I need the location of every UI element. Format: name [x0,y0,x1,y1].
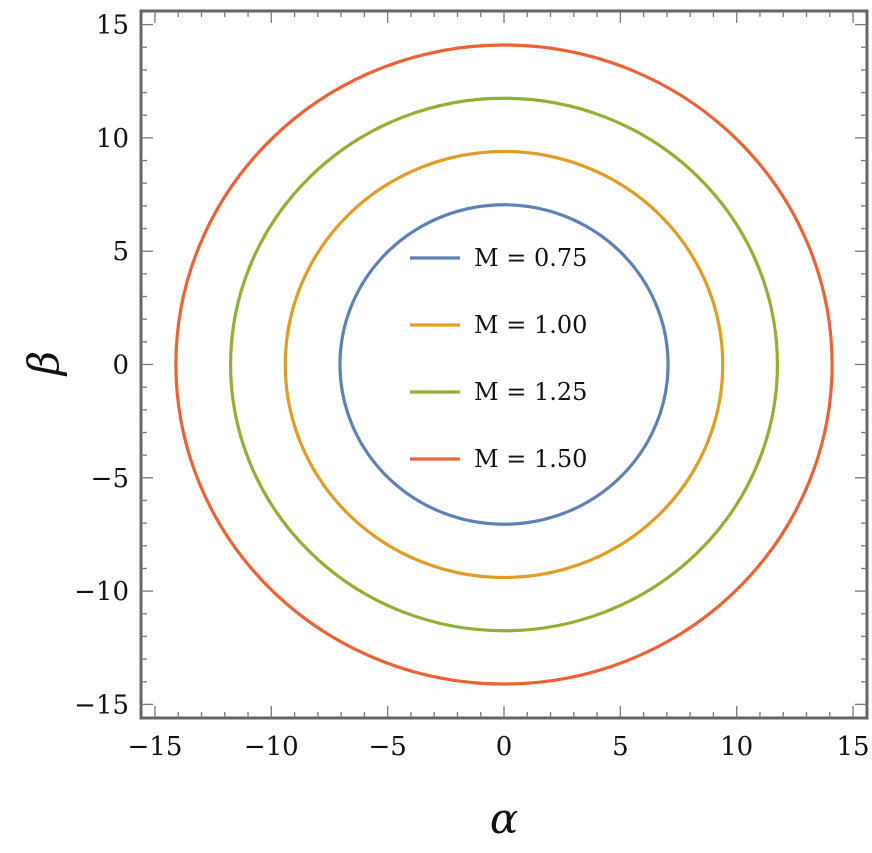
x-tick-label: 15 [836,732,869,762]
series-curve-1 [338,203,670,526]
y-tick-label: −5 [91,464,129,494]
plot-frame [139,9,869,720]
x-tick-label: 0 [496,732,513,762]
y-axis-label: β [19,351,68,377]
x-tick-label: −10 [244,732,299,762]
y-tick-label: 0 [112,351,129,381]
legend: M = 0.75 M = 1.00 M = 1.25 M = 1.50 [410,244,587,473]
legend-label-1: M = 0.75 [474,244,587,272]
ticks-layer: −15 −10 −5 0 5 10 15 −15 −10 −5 0 5 10 15 [74,11,869,762]
y-tick-label: −10 [74,577,129,607]
x-tick-label: −15 [128,732,183,762]
x-axis-label: α [490,794,518,843]
y-tick-label: −15 [74,690,129,720]
series-curve-3 [228,96,780,633]
x-tick-label: 10 [720,732,753,762]
y-tick-label: 15 [96,11,129,41]
y-tick-label: 5 [112,237,129,267]
legend-label-4: M = 1.50 [474,445,587,473]
x-tick-label: −5 [368,732,406,762]
curves-layer [174,43,834,686]
y-tick-label: 10 [96,124,129,154]
legend-label-2: M = 1.00 [474,311,587,339]
series-curve-2 [283,149,725,580]
series-curve-4 [174,43,834,686]
x-tick-label: 5 [612,732,629,762]
legend-label-3: M = 1.25 [474,378,587,406]
